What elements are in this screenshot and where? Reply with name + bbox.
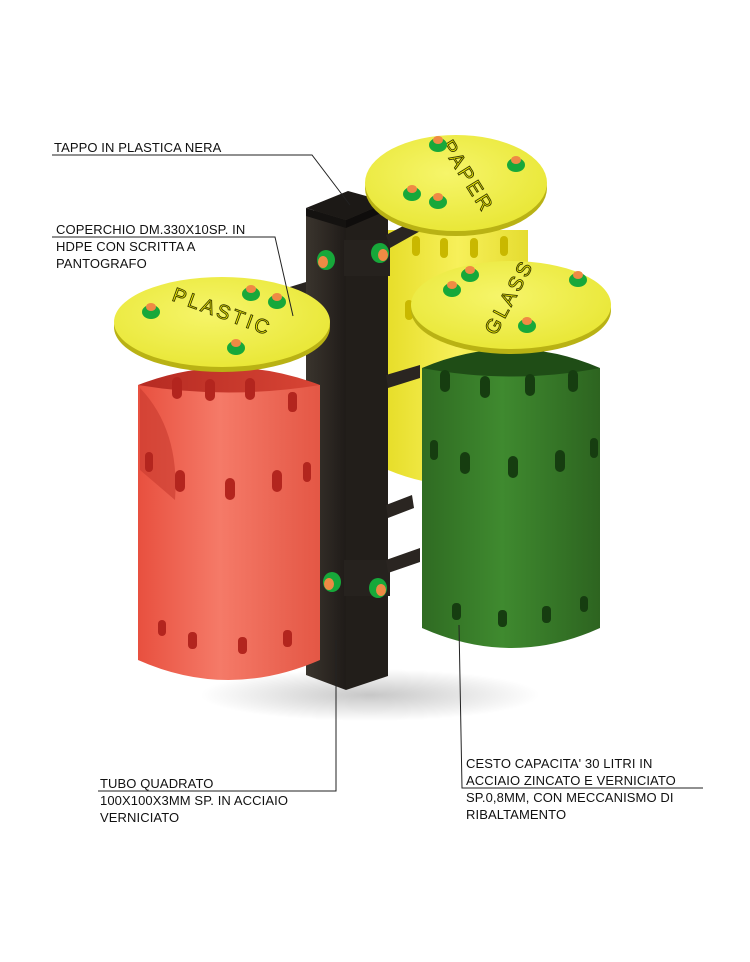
basket-label-line-2: ACCIAIO ZINCATO E VERNICIATO [466, 773, 676, 788]
lid-label-line-1: COPERCHIO DM.330X10SP. IN [56, 222, 246, 237]
lid-knobs [142, 136, 587, 355]
ground-shadow [200, 669, 540, 721]
tube-leader [98, 640, 337, 792]
glass-lid: GLASS [411, 255, 611, 354]
basket-label-line-4: RIBALTAMENTO [466, 807, 567, 822]
lid-label-line-2: HDPE CON SCRITTA A [56, 239, 196, 254]
tube-label-line-2: 100X100X3MM SP. IN ACCIAIO [100, 793, 289, 808]
plastic-lid: PLASTIC [114, 277, 330, 372]
leader-lines [52, 154, 703, 792]
cap-leader [52, 154, 351, 206]
tube-label-line-1: TUBO QUADRATO [100, 776, 214, 791]
cap-label: TAPPO IN PLASTICA NERA [54, 139, 221, 156]
basket-label-line-3: SP.0,8MM, CON MECCANISMO DI [466, 790, 674, 805]
basket-label-line-1: CESTO CAPACITA' 30 LITRI IN [466, 756, 653, 771]
lid-label-line-3: PANTOGRAFO [56, 256, 147, 271]
basket-label: CESTO CAPACITA' 30 LITRI IN ACCIAIO ZINC… [466, 755, 676, 823]
basket-leader [458, 624, 703, 789]
cap-label-line: TAPPO IN PLASTICA NERA [54, 140, 222, 155]
green-bin [422, 349, 600, 648]
tube-label: TUBO QUADRATO 100X100X3MM SP. IN ACCIAIO… [100, 775, 288, 826]
red-bin [138, 367, 320, 680]
tube-label-line-3: VERNICIATO [100, 810, 180, 825]
paper-lid: PAPER [365, 135, 547, 236]
lid-leader [52, 236, 294, 317]
lid-label: COPERCHIO DM.330X10SP. IN HDPE CON SCRIT… [56, 221, 245, 272]
post-knobs [317, 243, 389, 598]
